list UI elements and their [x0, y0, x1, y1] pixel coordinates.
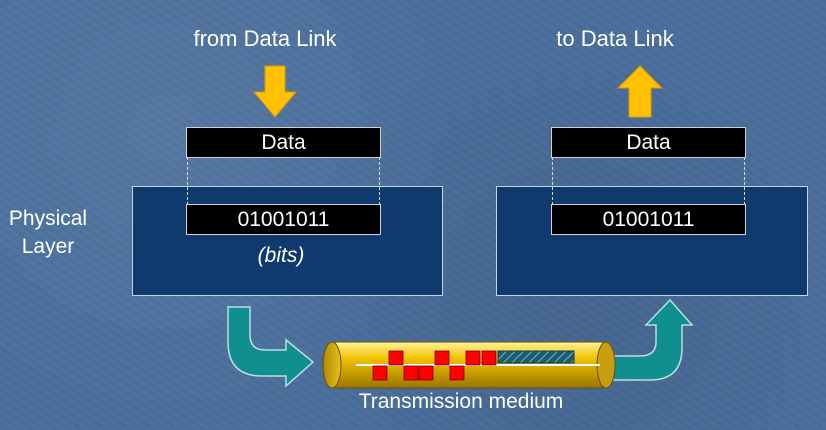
sender-data-box: Data: [186, 127, 381, 158]
sender-dashed-guide-right: [379, 157, 380, 205]
from-data-link-label: from Data Link: [193, 26, 337, 51]
receiver-dashed-guide-left: [552, 157, 553, 205]
sender-bits-box: 01001011: [186, 204, 381, 235]
curved-arrow-right-up-icon: [611, 298, 694, 381]
to-data-link-label: to Data Link: [556, 26, 674, 51]
cable-icon: [322, 341, 616, 389]
bits-caption: (bits): [257, 244, 305, 267]
physical-layer-label: Physical Layer: [0, 205, 96, 261]
down-arrow-icon: [252, 65, 298, 118]
transmission-medium-label: Transmission medium: [358, 390, 564, 413]
physical-word: Physical: [8, 207, 88, 230]
curved-arrow-down-right-icon: [227, 306, 315, 388]
sender-physical-layer-box: [132, 186, 443, 296]
up-arrow-icon: [616, 65, 664, 118]
sender-dashed-guide-left: [187, 157, 188, 205]
receiver-dashed-guide-right: [744, 157, 745, 205]
receiver-data-box: Data: [551, 127, 746, 158]
layer-word: Layer: [21, 235, 75, 258]
signal-bits: [372, 350, 497, 381]
receiver-bits-box: 01001011: [551, 204, 746, 235]
